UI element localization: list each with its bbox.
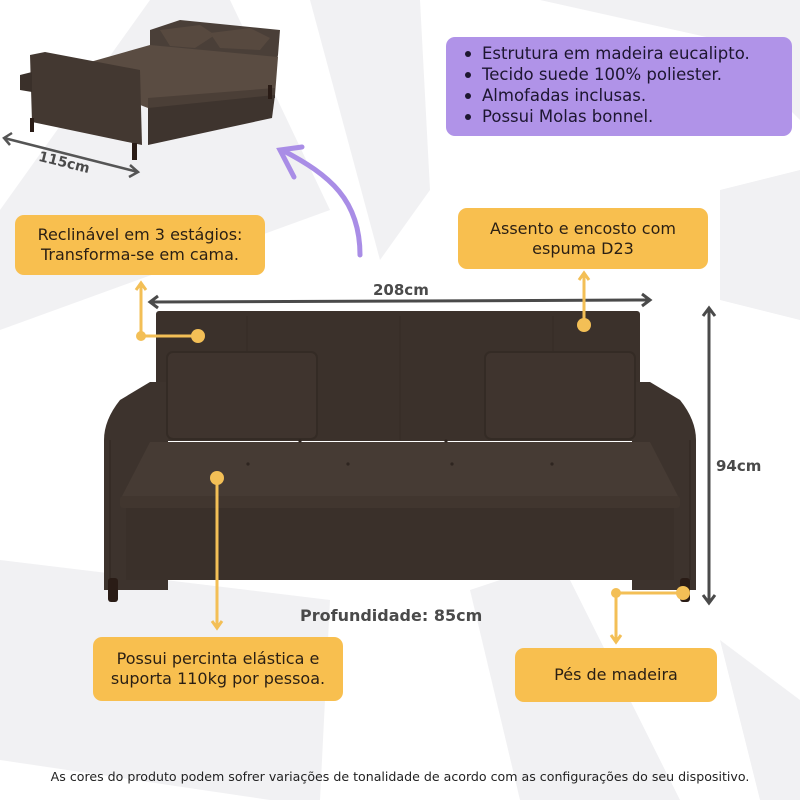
feature-item: Tecido suede 100% poliester.: [465, 64, 792, 85]
sofa-main: [104, 311, 696, 602]
webbing-callout: Possui percinta elástica e suporta 110kg…: [93, 637, 343, 701]
recline-callout-line1: Reclinável em 3 estágios:: [37, 225, 243, 244]
callout-connectors: [134, 270, 683, 645]
webbing-callout-line2: suporta 110kg por pessoa.: [110, 669, 326, 688]
bed-width-arrow: [2, 131, 141, 179]
webbing-callout-line1: Possui percinta elástica e: [116, 649, 320, 668]
recline-callout: Reclinável em 3 estágios: Transforma-se …: [15, 215, 265, 275]
feature-item: Almofadas inclusas.: [465, 85, 792, 106]
sofa-bed-thumbnail: [20, 20, 280, 160]
foam-callout: Assento e encosto com espuma D23: [458, 208, 708, 269]
height-arrow: [701, 305, 717, 606]
feature-item: Possui Molas bonnel.: [465, 106, 792, 127]
height-label: 94cm: [716, 457, 762, 475]
feet-callout-text: Pés de madeira: [554, 665, 678, 684]
recline-callout-line2: Transforma-se em cama.: [40, 245, 240, 264]
feature-item: Estrutura em madeira eucalipto.: [465, 43, 792, 64]
color-disclaimer: As cores do produto podem sofrer variaçõ…: [50, 769, 750, 784]
feet-callout: Pés de madeira: [515, 648, 717, 702]
width-label: 208cm: [373, 281, 429, 299]
foam-callout-line2: espuma D23: [532, 238, 634, 258]
callout-dots: [136, 318, 690, 600]
features-panel: Estrutura em madeira eucalipto. Tecido s…: [446, 37, 792, 136]
depth-label: Profundidade: 85cm: [300, 606, 483, 625]
features-list: Estrutura em madeira eucalipto. Tecido s…: [446, 37, 792, 127]
foam-callout-line1: Assento e encosto com: [490, 218, 676, 238]
purple-arrow-icon: [276, 144, 363, 258]
width-arrow: [147, 292, 653, 310]
